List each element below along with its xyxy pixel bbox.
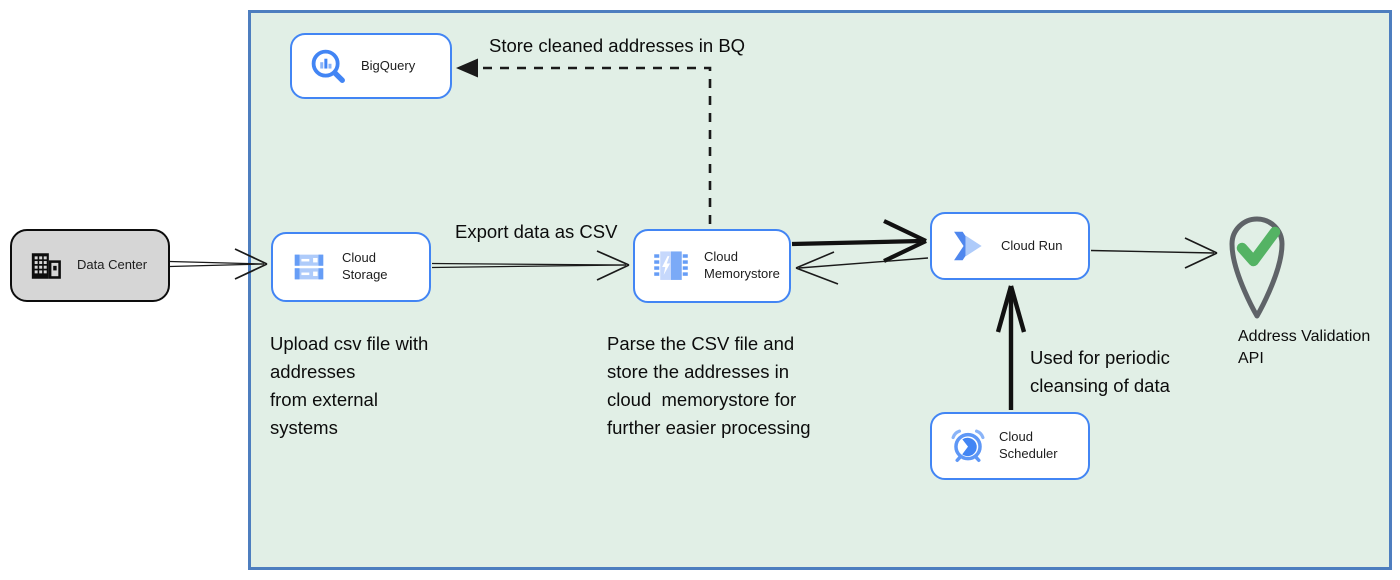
building-icon [29,249,63,283]
node-address-validation-api[interactable] [1222,206,1292,327]
cloud-scheduler-icon [949,427,987,465]
address-validation-api-label: Address Validation API [1238,328,1371,368]
node-label: Cloud Storage [342,250,388,282]
node-cloud-run[interactable]: Cloud Run [930,212,1090,280]
cloud-storage-icon [290,248,328,286]
annotation-upload-csv-note: Upload csv file with addresses from exte… [270,333,429,439]
node-cloud-scheduler[interactable]: Cloud Scheduler [930,412,1090,480]
gcp-boundary [248,10,1392,570]
node-label: Cloud Run [1001,237,1063,253]
annotation-periodic-cleansing-note: Used for periodic cleansing of data [1030,347,1170,397]
annotation-store-cleaned-addresses: Store cleaned addresses in BQ [489,35,746,56]
node-cloud-memorystore[interactable]: Cloud Memorystore [633,229,791,303]
bigquery-icon [309,47,347,85]
node-label: Cloud Scheduler [999,429,1058,461]
node-label: Cloud Memorystore [704,249,780,281]
node-data-center[interactable]: Data Center [10,229,170,302]
map-pin-check-icon [1229,216,1285,319]
node-label: BigQuery [361,57,416,73]
memorystore-icon [652,247,690,285]
node-label: Data Center [77,257,148,273]
annotation-parse-csv-note: Parse the CSV file and store the address… [607,333,811,439]
annotation-export-data-as-csv: Export data as CSV [455,221,618,242]
node-bigquery[interactable]: BigQuery [290,33,452,99]
cloud-run-icon [949,227,987,265]
node-cloud-storage[interactable]: Cloud Storage [271,232,431,302]
